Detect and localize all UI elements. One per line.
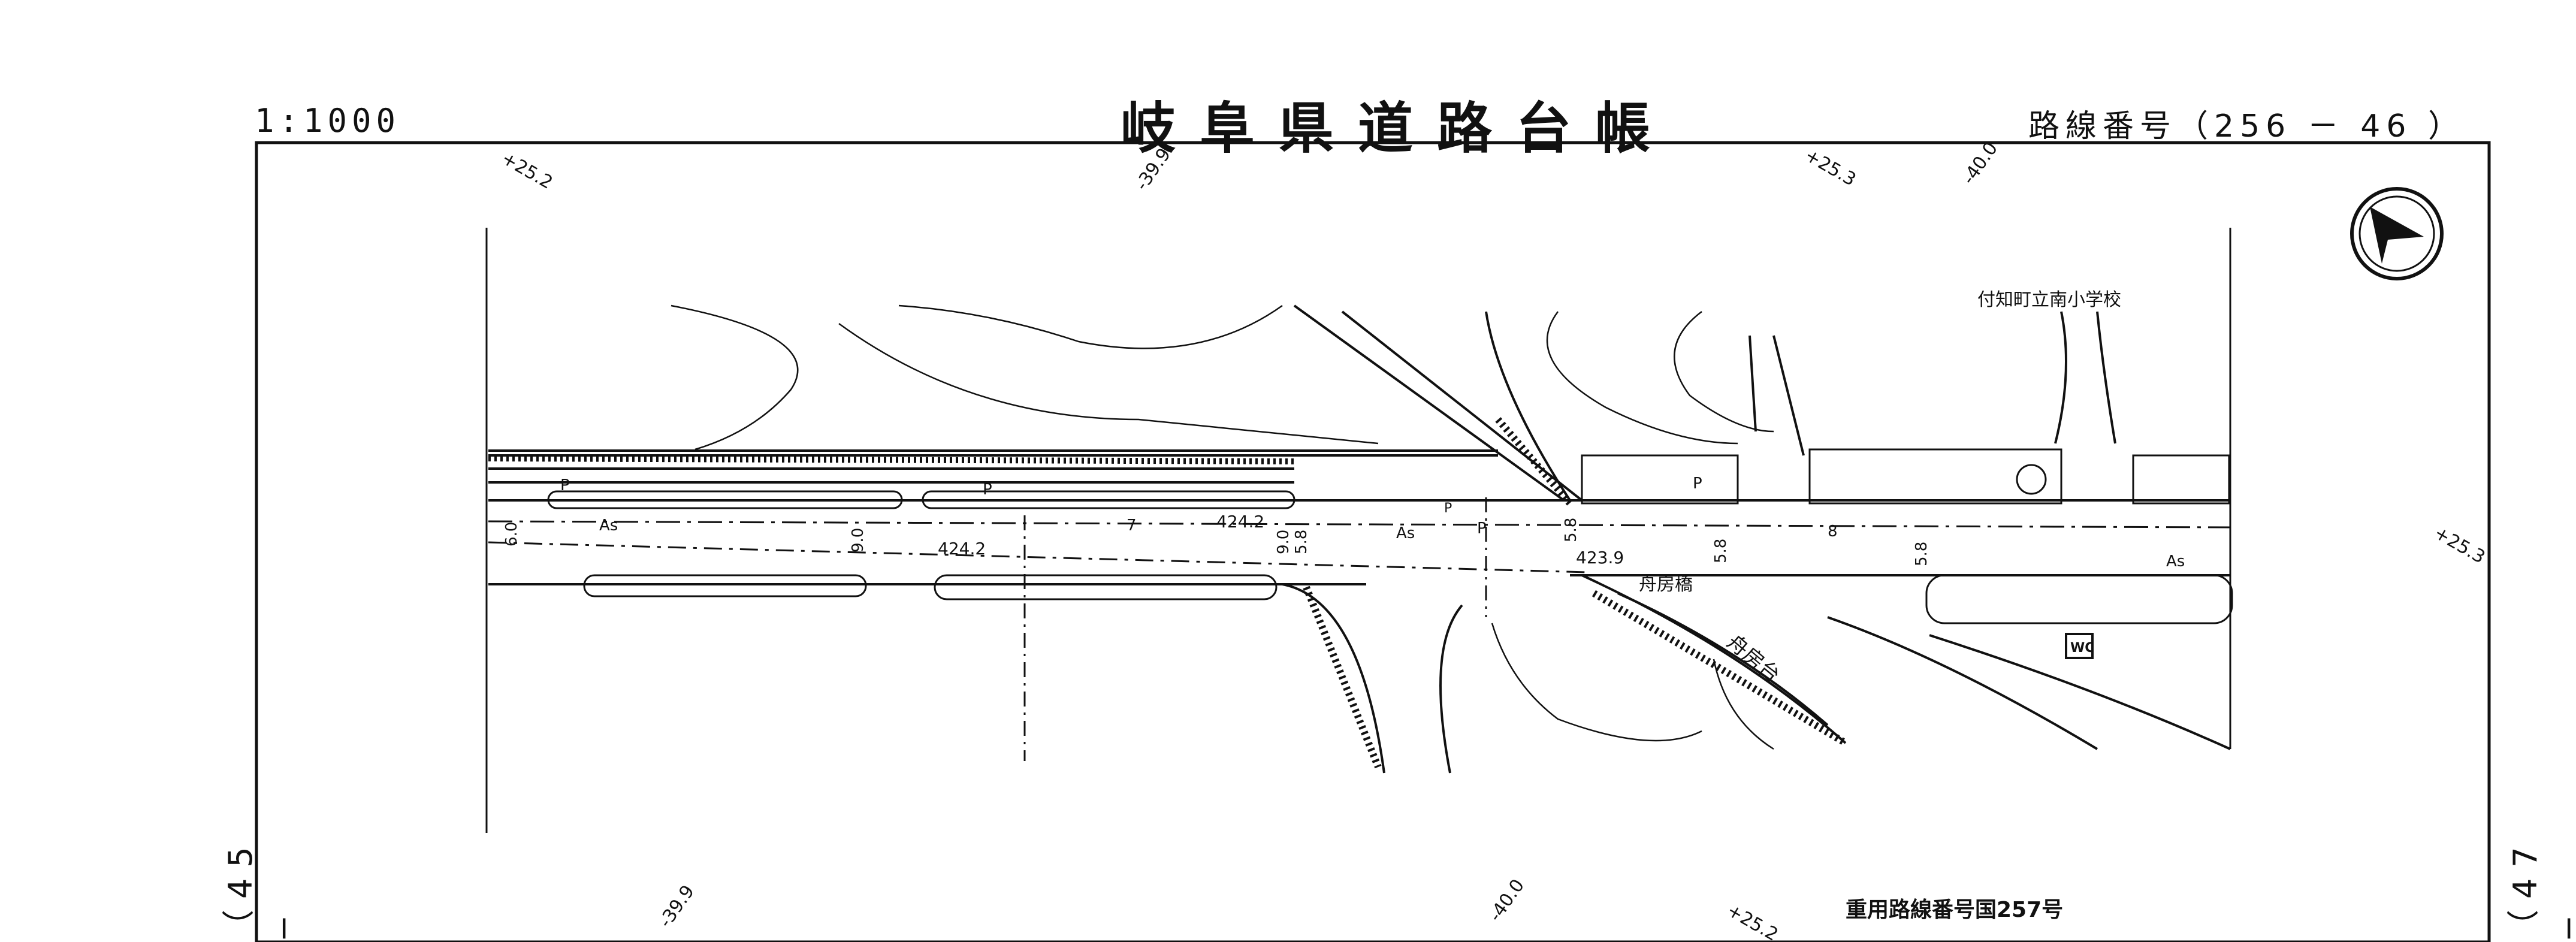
terrain-contours — [671, 304, 1774, 750]
road-width-label: 5.8 — [1292, 530, 1310, 554]
map-frame — [255, 141, 2491, 942]
page-title: 岐阜県道路台帳 — [1121, 96, 1675, 161]
toilet-label: WC — [2070, 641, 2094, 656]
elevation-label: 423.9 — [1576, 548, 1624, 567]
median-islands — [547, 490, 2233, 624]
school-label: 付知町立南小学校 — [1977, 289, 2121, 310]
grid-tick-right: +25.3 — [2430, 523, 2489, 568]
grid-tick-bottom-3: +25.2 — [1723, 900, 1781, 942]
road-width-label: 9.0 — [1275, 530, 1292, 554]
road-width-label: 5.8 — [1712, 539, 1730, 563]
grid-tick-top-4: -40.0 — [1958, 138, 2002, 189]
side-roads — [1282, 304, 2231, 774]
pavement-label: As — [2166, 552, 2185, 570]
main-road — [488, 449, 2231, 585]
pavement-label: As — [1396, 524, 1415, 542]
grid-tick-top-3: +25.3 — [1801, 145, 1859, 191]
road-width-label: 8 — [1828, 523, 1838, 541]
road-width-label: 6.0 — [503, 522, 521, 547]
route-number: 路線番号（256 － 46 ） — [2028, 108, 2466, 144]
parking-label: P — [1693, 475, 1702, 493]
parking-label: P — [1444, 501, 1452, 516]
parking-label: P — [983, 481, 992, 499]
grid-tick-top-2: -39.9 — [1131, 144, 1175, 195]
grid-tick-bottom-2: -40.0 — [1485, 875, 1529, 926]
road-width-label: 5.8 — [1913, 542, 1931, 566]
road-width-label: 7 — [1127, 517, 1137, 535]
road-width-label: 9.0 — [849, 528, 867, 552]
grid-tick-bottom-1: -39.9 — [655, 881, 699, 932]
grid-tick-top-1: +25.2 — [498, 148, 556, 194]
north-arrow-icon — [2350, 187, 2444, 280]
buildings — [1581, 448, 2230, 659]
retaining-walls — [488, 417, 1848, 769]
parking-label: P — [560, 476, 570, 494]
parking-label: P — [1477, 520, 1487, 538]
bridge-label: 舟房橋 — [1639, 574, 1693, 595]
pavement-label: As — [599, 517, 618, 535]
map-scale: 1:1000 — [255, 102, 401, 140]
elevation-label: 424.2 — [938, 539, 986, 558]
highway-label: 重用路線番号国257号 — [1846, 898, 2063, 922]
elevation-label: 424.2 — [1216, 512, 1264, 532]
road-width-label: 5.8 — [1562, 518, 1580, 542]
